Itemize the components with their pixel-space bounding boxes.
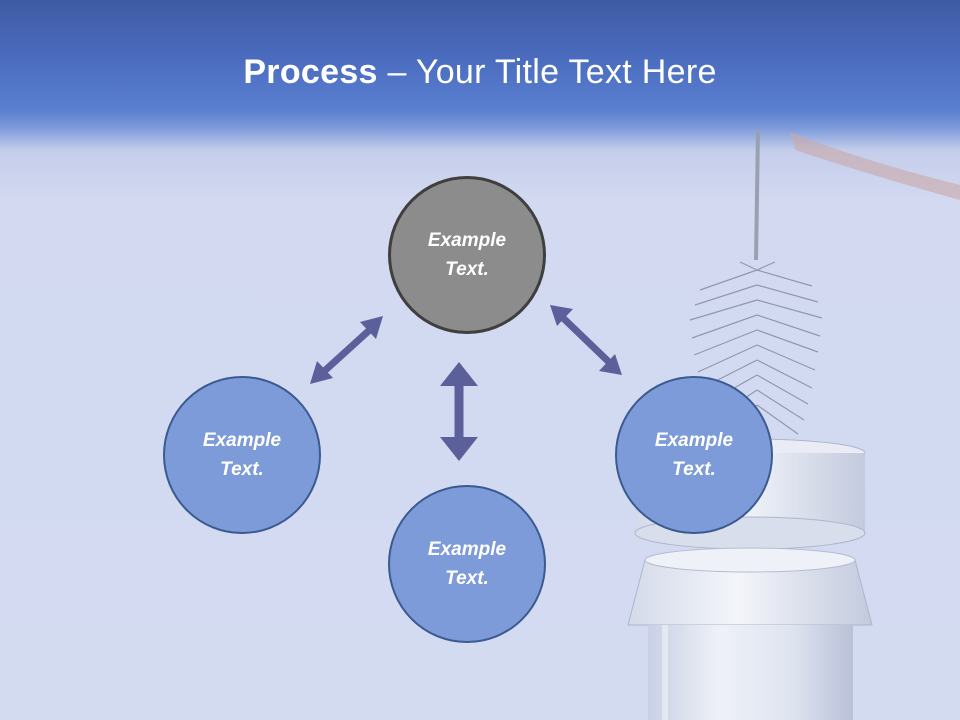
- node-right-line2: Text.: [672, 459, 716, 480]
- title-band: Process – Your Title Text Here: [0, 0, 960, 130]
- title-dash: –: [377, 53, 416, 91]
- node-right-line1: Example: [654, 430, 734, 451]
- title-rest: Your Title Text Here: [415, 53, 717, 91]
- arrow-left-diagonal: [310, 316, 383, 384]
- node-bottom-line2: Text.: [445, 568, 489, 589]
- node-left-line2: Text.: [220, 459, 264, 480]
- title-bold: Process: [243, 53, 378, 91]
- arrow-right-diagonal: [550, 305, 622, 375]
- node-bottom-line1: Example: [427, 539, 507, 560]
- slide-title: Process – Your Title Text Here: [0, 53, 960, 92]
- node-left-line1: Example: [202, 430, 282, 451]
- arrow-vertical: [440, 362, 478, 461]
- node-center-line1: Example: [427, 230, 507, 251]
- node-center-line2: Text.: [445, 259, 489, 280]
